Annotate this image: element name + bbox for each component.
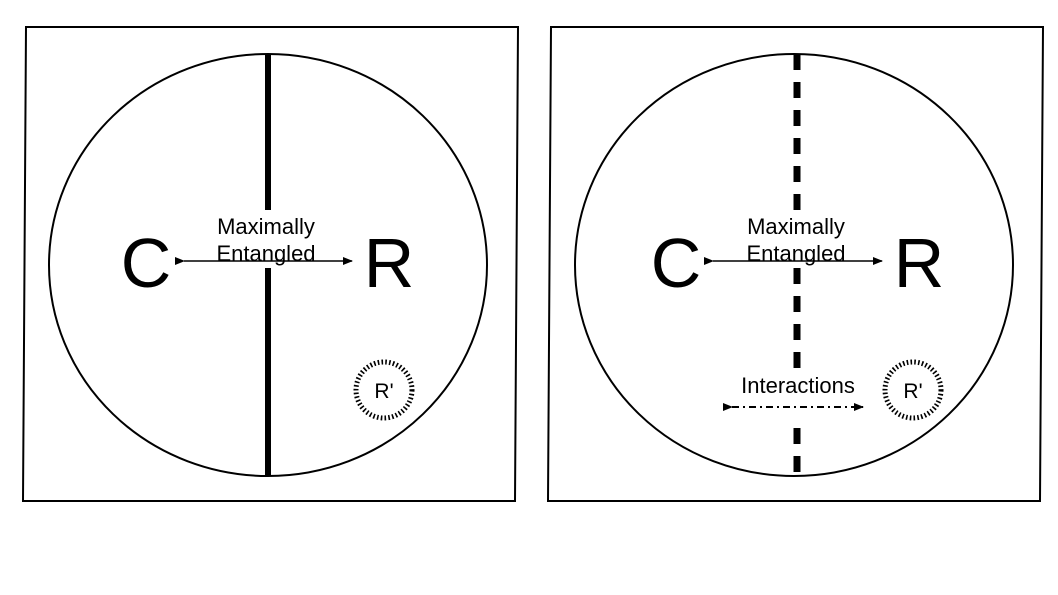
right-environment-circle xyxy=(882,359,944,421)
right-panel: Maximally Entangled C R Interactions R' xyxy=(546,26,1045,502)
right-entanglement-label-line2: Entangled xyxy=(746,241,845,266)
left-environment-circle xyxy=(353,359,415,421)
left-panel-frame xyxy=(21,26,520,502)
left-system-c-label: C xyxy=(121,224,172,302)
right-system-r-label: R xyxy=(894,224,945,302)
left-entanglement-label-line2: Entangled xyxy=(216,241,315,266)
left-entanglement-label-line1: Maximally xyxy=(217,214,315,239)
right-interactions-label: Interactions xyxy=(741,373,855,398)
right-entanglement-label-line1: Maximally xyxy=(747,214,845,239)
left-system-r-label: R xyxy=(364,224,415,302)
right-system-c-label: C xyxy=(651,224,702,302)
left-panel: Maximally Entangled C R R' xyxy=(21,26,520,502)
right-panel-frame xyxy=(546,26,1045,502)
right-environment-label: R' xyxy=(903,380,922,403)
left-environment-label: R' xyxy=(374,380,393,403)
